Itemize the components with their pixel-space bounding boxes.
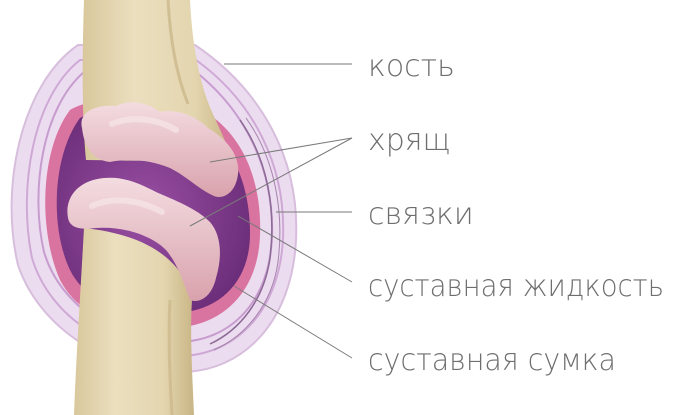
label-bone: кость (368, 49, 455, 84)
label-ligaments: связки (368, 197, 474, 232)
label-joint-capsule: суставная сумка (368, 343, 616, 378)
label-cartilage: хрящ (368, 123, 451, 158)
label-synovial-fluid: суставная жидкость (368, 269, 664, 304)
